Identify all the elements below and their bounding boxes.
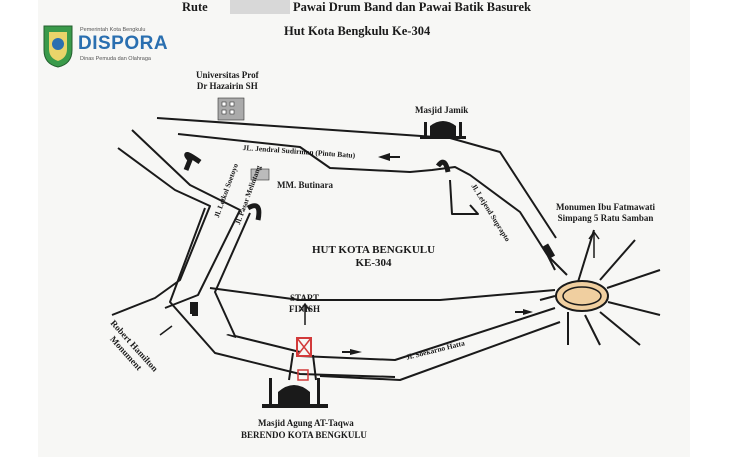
title-prefix: Rute	[182, 0, 208, 14]
road-pasar-outer	[169, 207, 396, 378]
arrow-sudirman-left	[378, 153, 400, 161]
road-sudirman-outer	[156, 117, 557, 239]
label-masjid-agung: Masjid Agung AT-Taqwa	[258, 418, 354, 428]
spoke-3	[606, 269, 661, 289]
robert-arrow-icon	[159, 325, 173, 336]
arrow-left-road	[226, 334, 236, 338]
spoke-5	[599, 311, 641, 346]
roundabout	[555, 280, 609, 312]
dispora-logo-icon	[43, 25, 73, 68]
spoke-9	[547, 255, 568, 276]
label-mm-butinara: MM. Butinara	[277, 180, 333, 190]
road-mid	[209, 287, 556, 301]
label-universitas: Universitas Prof Dr Hazairin SH	[196, 70, 259, 91]
road-sudirman-inner	[177, 133, 556, 271]
uturn-arrow-topleft-icon	[183, 152, 202, 171]
uturn-arrow-left-icon	[246, 203, 262, 221]
spoke-2	[599, 239, 636, 281]
university-building-icon	[217, 97, 245, 121]
redacted-text	[230, 0, 290, 14]
road-masjid-left	[288, 352, 294, 381]
label-monumen: Monumen Ibu Fatmawati Simpang 5 Ratu Sam…	[556, 202, 656, 223]
arrow-suprapto	[542, 243, 556, 259]
spoke-4	[607, 301, 661, 316]
label-start-finish: START FINISH	[289, 293, 321, 314]
person-icon	[190, 302, 195, 314]
road-left-outer	[111, 147, 211, 316]
page-subtitle: Hut Kota Bengkulu Ke-304	[284, 24, 431, 38]
arrow-right-road	[515, 309, 533, 315]
monumen-arrow-icon	[588, 230, 600, 258]
road-loop	[449, 179, 479, 215]
logo-name: DISPORA	[78, 33, 169, 54]
spoke-6	[584, 314, 601, 346]
page-title: Pawai Drum Band dan Pawai Batik Basurek	[293, 0, 532, 14]
uturn-arrow-right-icon	[435, 159, 451, 173]
road-soekarno-outer	[299, 307, 556, 361]
logo-org-top: Pemerintah Kota Bengkulu	[80, 27, 146, 33]
logo-org-sub: Dinas Pemuda dan Olahraga	[80, 56, 151, 62]
road-pasar-inner	[214, 212, 301, 353]
road-masjid-right	[312, 354, 317, 381]
start-finish-marker-icon	[296, 337, 312, 381]
masjid-agung-icon	[262, 378, 328, 408]
spoke-8	[539, 295, 556, 301]
road-soekarno-inner	[319, 321, 561, 381]
road-left-inner	[131, 129, 241, 309]
label-berendo: BERENDO KOTA BENGKULU	[241, 430, 367, 440]
label-masjid-jamik: Masjid Jamik	[415, 105, 469, 115]
map-paper	[38, 0, 690, 457]
label-center: HUT KOTA BENGKULU KE-304	[312, 244, 436, 269]
start-arrow-icon	[299, 302, 311, 325]
mm-butinara-building-icon	[250, 168, 270, 181]
masjid-jamik-icon	[420, 121, 466, 139]
spoke-1	[577, 229, 595, 283]
arrow-soekarno-right	[342, 349, 362, 355]
